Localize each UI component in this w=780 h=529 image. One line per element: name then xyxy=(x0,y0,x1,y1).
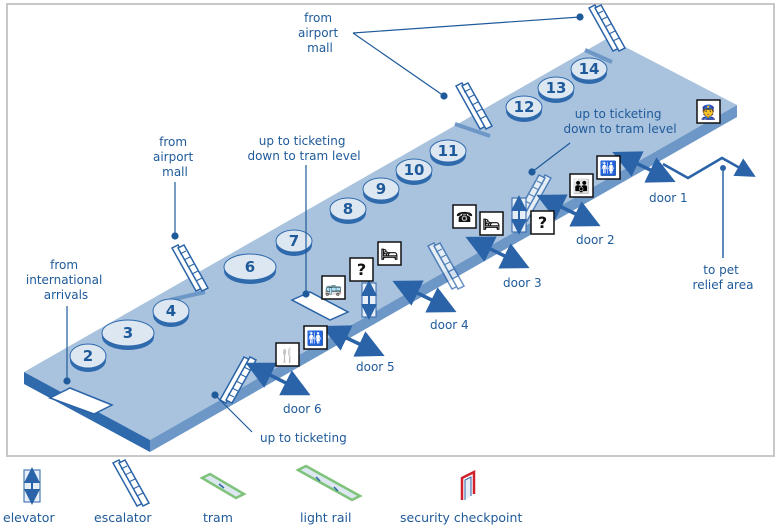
svg-text:👪: 👪 xyxy=(573,178,590,195)
gate-9[interactable]: 9 xyxy=(362,177,400,204)
gate-number: 13 xyxy=(546,79,567,97)
gate-number: 2 xyxy=(83,347,93,365)
gates-layer: 2 3 4 6 7 8 9 10 11 12 13 14 xyxy=(69,57,608,372)
legend-light-rail-icon xyxy=(295,464,363,502)
telephone-icon[interactable]: ☎ xyxy=(452,204,477,229)
door-6-arrow xyxy=(245,362,311,396)
legend-elevator-label: elevator xyxy=(3,510,55,525)
gate-number: 7 xyxy=(289,232,299,250)
gate-number: 4 xyxy=(166,302,176,320)
gate-7[interactable]: 7 xyxy=(275,229,313,256)
gate-number: 8 xyxy=(343,200,353,218)
information-icon[interactable]: ? xyxy=(349,257,374,282)
pet-relief-path xyxy=(662,156,756,258)
legend-elevator-icon xyxy=(23,467,41,505)
door-2-arrow xyxy=(536,194,601,227)
callout-tram-right: up to ticketing down to tram level xyxy=(563,107,676,136)
callout-ticketing-bottom: up to ticketing xyxy=(260,431,347,445)
door-5-arrow xyxy=(321,325,385,357)
gate-13[interactable]: 13 xyxy=(537,76,575,103)
door-1-arrow xyxy=(612,151,676,183)
restaurant-icon[interactable]: 🍴 xyxy=(275,342,300,367)
door-5-label: door 5 xyxy=(356,360,395,374)
svg-text:🚌: 🚌 xyxy=(325,281,343,297)
gate-4[interactable]: 4 xyxy=(152,298,190,327)
gate-14[interactable]: 14 xyxy=(570,57,608,84)
svg-text:🍴: 🍴 xyxy=(279,347,296,364)
callout-pet-relief: to pet relief area xyxy=(693,263,754,292)
gate-2[interactable]: 2 xyxy=(69,343,107,372)
hotel-info-icon[interactable]: 🛏 xyxy=(479,211,504,236)
gate-11[interactable]: 11 xyxy=(429,139,467,166)
information-icon[interactable]: ? xyxy=(530,210,555,235)
door-4-arrow xyxy=(392,280,457,313)
legend-security-label: security checkpoint xyxy=(400,510,522,525)
police-icon[interactable]: 👮 xyxy=(696,99,721,124)
legend-security-icon xyxy=(460,469,476,500)
family-restroom-icon[interactable]: 👪 xyxy=(569,173,594,198)
legend-escalator-label: escalator xyxy=(94,510,152,525)
svg-text:🛏: 🛏 xyxy=(483,217,501,233)
ground-transportation-icon[interactable]: 🚌 xyxy=(321,275,346,300)
door-3-label: door 3 xyxy=(503,276,542,290)
door-arrows xyxy=(245,151,676,396)
callout-international: from international arrivals xyxy=(26,258,106,302)
callout-mall-top: from airport mall xyxy=(298,11,342,55)
callout-labels: from airport mall from airport mall from… xyxy=(26,11,754,445)
svg-text:👮: 👮 xyxy=(700,103,717,121)
legend-escalator-icon xyxy=(112,459,150,507)
door-3-arrow xyxy=(465,236,530,269)
callout-mall-left: from airport mall xyxy=(153,135,197,179)
zone-dividers xyxy=(169,48,613,302)
legend-tram-label: tram xyxy=(203,510,233,525)
gate-number: 11 xyxy=(438,142,459,160)
legend-tram-icon xyxy=(199,472,247,500)
gate-number: 12 xyxy=(514,98,535,116)
gate-number: 14 xyxy=(579,60,600,78)
restroom-icon[interactable]: 🚻 xyxy=(303,325,328,350)
restroom-icon[interactable]: 🚻 xyxy=(596,155,621,180)
gate-6[interactable]: 6 xyxy=(223,253,277,284)
door-2-label: door 2 xyxy=(576,233,615,247)
legend: elevator escalator tram light rail secur… xyxy=(3,459,522,525)
door-1-label: door 1 xyxy=(649,191,688,205)
gate-number: 6 xyxy=(245,258,255,276)
svg-text:?: ? xyxy=(357,260,366,279)
hotel-info-icon[interactable]: 🛏 xyxy=(377,241,402,266)
svg-text:☎: ☎ xyxy=(456,210,473,226)
svg-text:🛏: 🛏 xyxy=(381,247,399,263)
svg-text:🚻: 🚻 xyxy=(307,330,324,347)
door-4-label: door 4 xyxy=(430,318,469,332)
svg-text:🚻: 🚻 xyxy=(600,160,617,177)
door-labels: door 1 door 2 door 3 door 4 door 5 door … xyxy=(283,191,688,416)
amenities-layer: 👮 🚻 👪? 🛏 ☎ 🛏? 🚌 🚻 🍴 xyxy=(275,99,721,367)
gate-10[interactable]: 10 xyxy=(395,158,433,185)
elevator-right[interactable] xyxy=(511,195,527,235)
gate-number: 10 xyxy=(404,161,425,179)
gate-8[interactable]: 8 xyxy=(329,197,367,224)
svg-text:?: ? xyxy=(538,213,547,232)
legend-light-rail-label: light rail xyxy=(300,510,351,525)
gate-number: 9 xyxy=(376,180,386,198)
callout-leaders xyxy=(63,13,584,433)
tram-escalator-left[interactable] xyxy=(48,387,114,415)
door-6-label: door 6 xyxy=(283,402,322,416)
callout-tram-mid: up to ticketing down to tram level xyxy=(247,134,360,163)
gate-number: 3 xyxy=(123,324,133,342)
gate-3[interactable]: 3 xyxy=(101,319,155,350)
gate-12[interactable]: 12 xyxy=(505,95,543,122)
elevator-mid[interactable] xyxy=(361,280,377,320)
